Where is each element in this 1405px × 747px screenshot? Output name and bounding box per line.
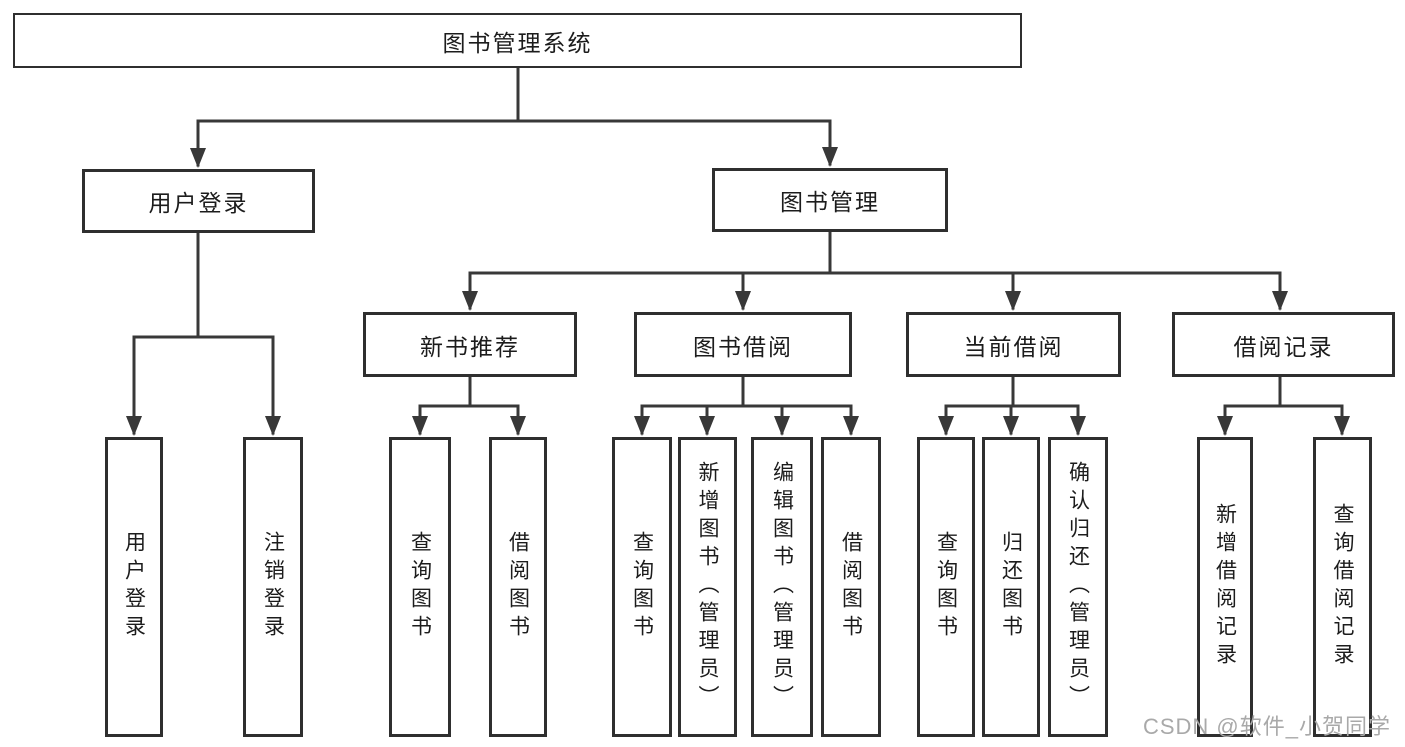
node-book-management: 图书管理 [712,168,948,232]
leaf-user-login: 用户登录 [105,437,163,737]
node-new-book-recommendation: 新书推荐 [363,312,577,377]
leaf-label: 查询图书 [934,531,958,643]
leaf-label: 新增借阅记录 [1213,503,1237,671]
leaf-return-book: 归还图书 [982,437,1040,737]
leaf-logout: 注销登录 [243,437,303,737]
node-library-management-system: 图书管理系统 [13,13,1022,68]
leaf-edit-book-admin: 编辑图书（管理员） [751,437,813,737]
leaf-label: 确认归还（管理员） [1066,461,1090,713]
leaf-label: 借阅图书 [506,531,530,643]
leaf-label: 新增图书（管理员） [696,461,719,713]
leaf-borrow-books: 借阅图书 [821,437,881,737]
node-user-login: 用户登录 [82,169,315,233]
csdn-watermark: CSDN @软件_小贺同学 [1142,714,1391,739]
leaf-add-book-admin: 新增图书（管理员） [678,437,737,737]
leaf-label: 注销登录 [261,531,285,643]
leaf-label: 查询图书 [408,531,432,643]
leaf-query-books-current: 查询图书 [917,437,975,737]
node-borrowing-records: 借阅记录 [1172,312,1395,377]
leaf-label: 编辑图书（管理员） [770,461,794,713]
leaf-confirm-return-admin: 确认归还（管理员） [1048,437,1108,737]
leaf-add-borrow-record: 新增借阅记录 [1197,437,1253,737]
leaf-label: 用户登录 [122,531,146,643]
node-book-borrowing: 图书借阅 [634,312,852,377]
leaf-query-books-recommend: 查询图书 [389,437,451,737]
leaf-label: 查询图书 [630,531,654,643]
leaf-query-books-borrowing: 查询图书 [612,437,672,737]
node-current-borrowing: 当前借阅 [906,312,1121,377]
leaf-borrow-books-recommend: 借阅图书 [489,437,547,737]
leaf-label: 借阅图书 [839,531,863,643]
leaf-label: 查询借阅记录 [1331,503,1354,671]
leaf-query-borrow-record: 查询借阅记录 [1313,437,1372,737]
leaf-label: 归还图书 [999,531,1023,643]
